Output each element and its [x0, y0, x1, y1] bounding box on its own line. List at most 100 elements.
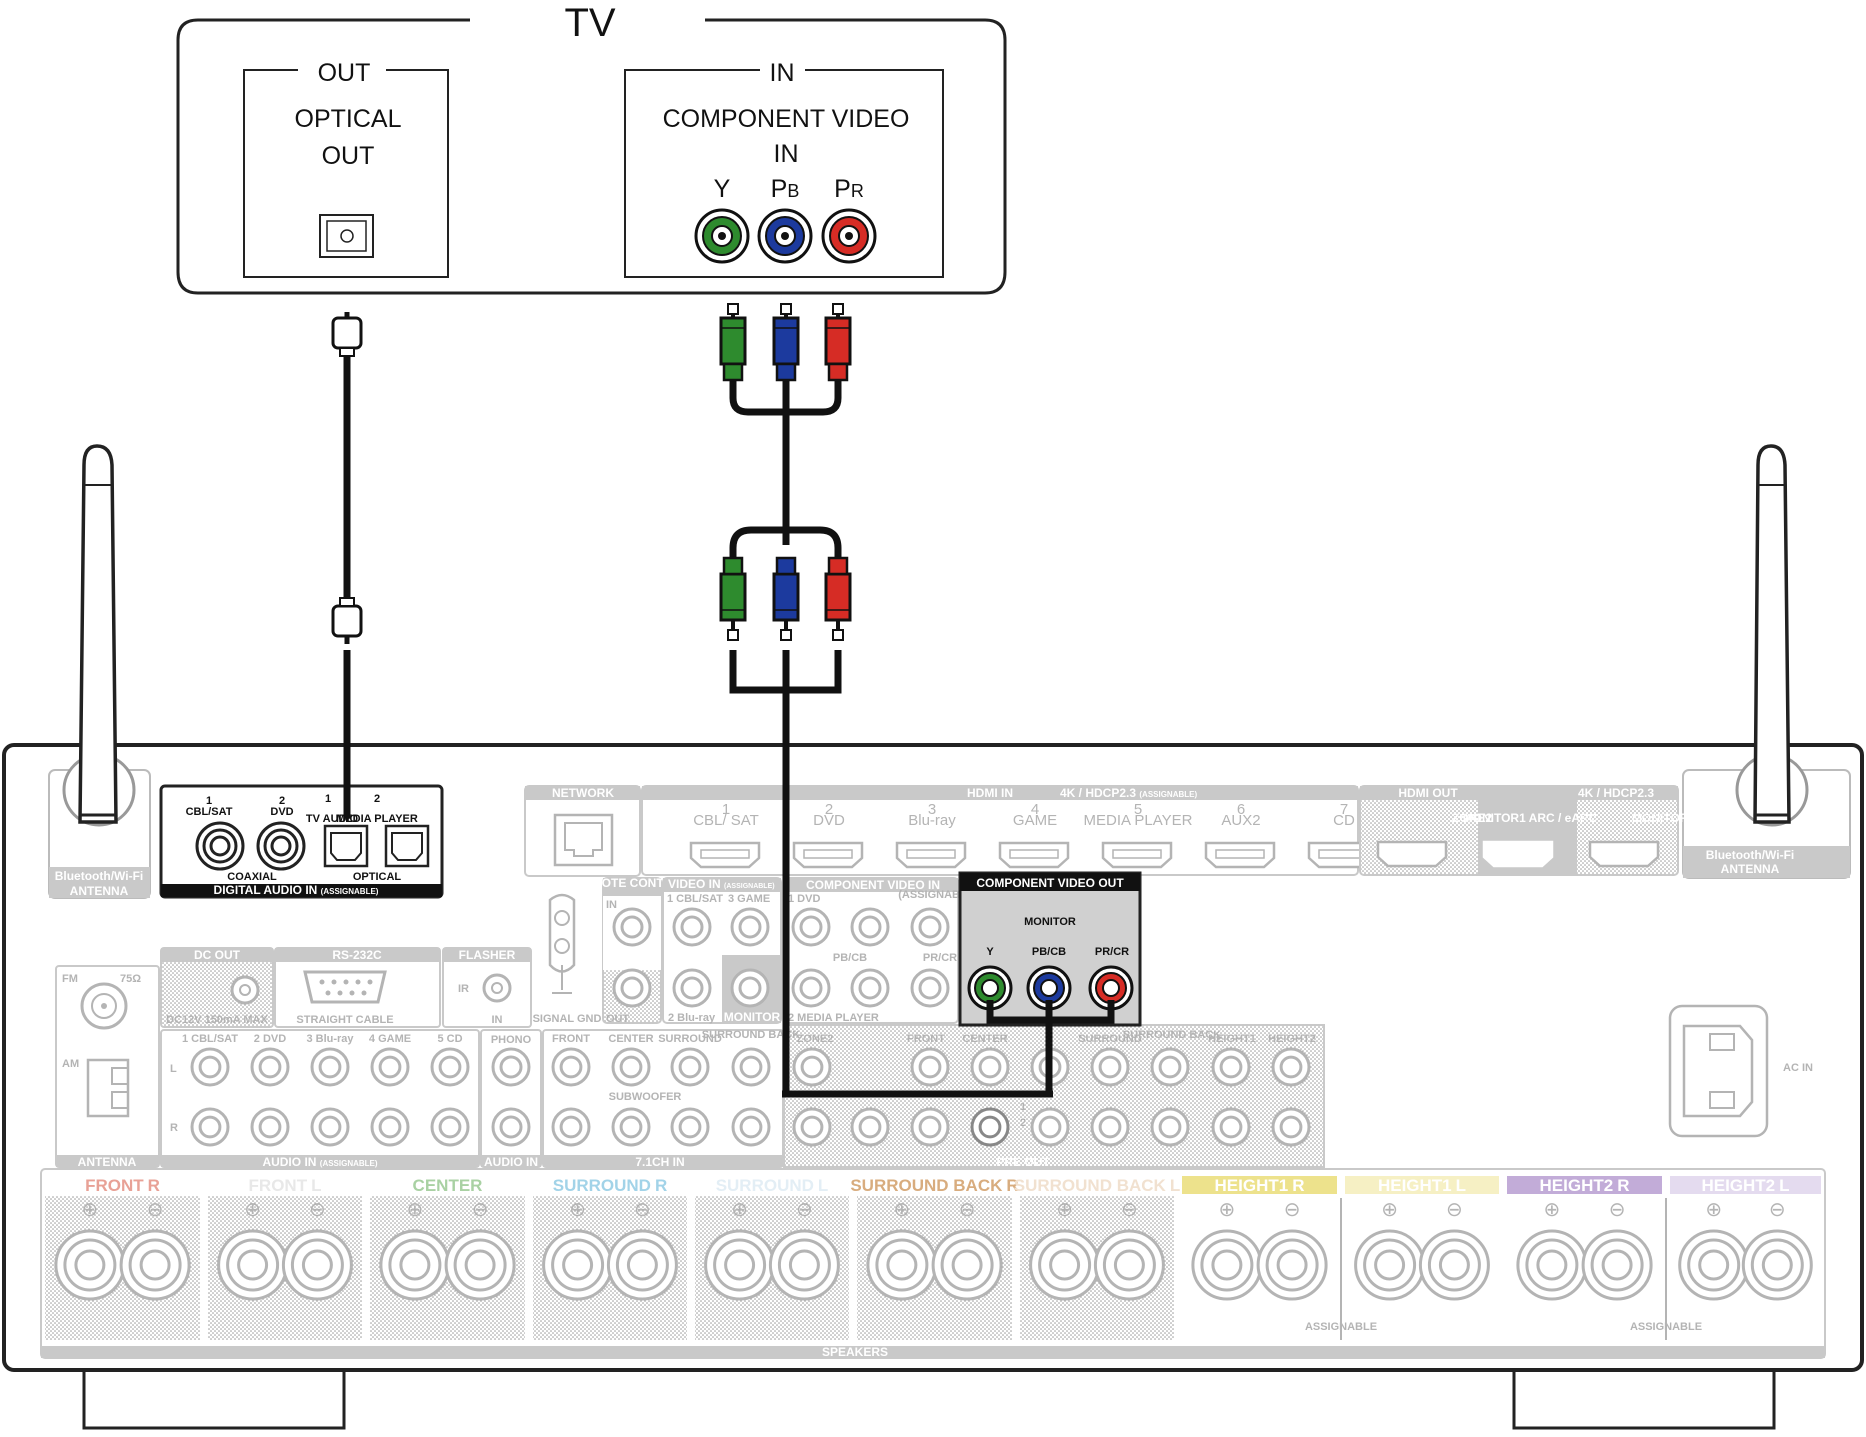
tv-component-jack-0[interactable] — [694, 208, 750, 264]
speaker-terminal-1-0[interactable] — [217, 1229, 289, 1301]
hdmi-in-port-3[interactable] — [998, 841, 1070, 869]
audio-in-l-jack-2[interactable] — [310, 1047, 350, 1087]
speakers-section: SPEAKERS ASSIGNABLE ASSIGNABLE FRONTR⊕⊖F… — [40, 1168, 1826, 1359]
speaker-terminal-6-1[interactable] — [1093, 1229, 1165, 1301]
pre-out-bottom-jack-5[interactable] — [1090, 1107, 1130, 1147]
comp-in-2-pr-jack[interactable] — [910, 968, 950, 1008]
audio-in-r-jack-2[interactable] — [310, 1107, 350, 1147]
speaker-terminal-4-1[interactable] — [768, 1229, 840, 1301]
pre-out-top-jack-3[interactable] — [970, 1047, 1010, 1087]
pre-out-top-jack-7[interactable] — [1211, 1047, 1251, 1087]
audio-in-r-jack-1[interactable] — [250, 1107, 290, 1147]
pre-out-bottom-jack-7[interactable] — [1211, 1107, 1251, 1147]
comp-out-jack-0[interactable] — [967, 965, 1013, 1011]
audio-in-l-jack-4[interactable] — [430, 1047, 470, 1087]
speaker-terminal-2-1[interactable] — [444, 1229, 516, 1301]
pre-out-bottom-jack-0[interactable] — [792, 1107, 832, 1147]
hdmi-out-zone2-port[interactable] — [1376, 840, 1448, 868]
pre-out-bottom-jack-1[interactable] — [850, 1107, 890, 1147]
ch71-bottom-jack-0[interactable] — [551, 1107, 591, 1147]
pre-out-top-jack-0[interactable] — [792, 1047, 832, 1087]
speaker-terminal-5-0[interactable] — [866, 1229, 938, 1301]
speaker-terminal-1-1[interactable] — [281, 1229, 353, 1301]
tv-component-jack-1[interactable] — [757, 208, 813, 264]
audio-in-r-jack-0[interactable] — [190, 1107, 230, 1147]
phono-l-jack[interactable] — [491, 1047, 531, 1087]
tv-component-jack-2[interactable] — [821, 208, 877, 264]
component-plug-top-0 — [719, 303, 747, 382]
video-in-3-jack[interactable] — [730, 907, 770, 947]
phono-r-jack[interactable] — [491, 1107, 531, 1147]
pre-out-bottom-jack-4[interactable] — [1030, 1107, 1070, 1147]
speaker-terminal-9-0[interactable] — [1516, 1229, 1588, 1301]
pre-out-top-jack-8[interactable] — [1271, 1047, 1311, 1087]
hdmi-in-port-1[interactable] — [792, 841, 864, 869]
speaker-terminal-5-1[interactable] — [931, 1229, 1003, 1301]
comp-out-jack-2[interactable] — [1088, 965, 1134, 1011]
speaker-terminal-10-1[interactable] — [1741, 1229, 1813, 1301]
fm-jack[interactable] — [80, 982, 128, 1030]
speaker-terminal-7-1[interactable] — [1256, 1229, 1328, 1301]
speaker-terminal-3-0[interactable] — [542, 1229, 614, 1301]
comp-out-jack-1[interactable] — [1026, 965, 1072, 1011]
speaker-terminal-7-0[interactable] — [1191, 1229, 1263, 1301]
hdmi-out-monitor1-port[interactable] — [1482, 840, 1554, 868]
comp-in-1-pb-jack[interactable] — [850, 907, 890, 947]
video-monitor-jack[interactable] — [730, 968, 770, 1008]
flasher-jack[interactable] — [482, 973, 512, 1003]
ch71-top-jack-0[interactable] — [551, 1047, 591, 1087]
audio-in-r-jack-4[interactable] — [430, 1107, 470, 1147]
optical-jack-media-player[interactable] — [384, 824, 430, 868]
pre-out-bottom-jack-2[interactable] — [910, 1107, 950, 1147]
ch71-bottom-jack-3[interactable] — [731, 1107, 771, 1147]
ch71-top-jack-1[interactable] — [611, 1047, 651, 1087]
video-in-1-jack[interactable] — [672, 907, 712, 947]
speaker-terminal-6-0[interactable] — [1029, 1229, 1101, 1301]
ch71-bottom-jack-1[interactable] — [611, 1107, 651, 1147]
pre-out-top-jack-6[interactable] — [1150, 1047, 1190, 1087]
hdmi-in-port-4[interactable] — [1101, 841, 1173, 869]
speaker-terminal-8-1[interactable] — [1418, 1229, 1490, 1301]
comp-in-2-y-jack[interactable] — [791, 968, 831, 1008]
hdmi-out-monitor2-port[interactable] — [1588, 840, 1660, 868]
tv-optical-out-port[interactable] — [319, 214, 374, 258]
pre-out-top-jack-2[interactable] — [910, 1047, 950, 1087]
audio-in-r-jack-3[interactable] — [370, 1107, 410, 1147]
optical-jack-tv-audio[interactable] — [323, 824, 369, 868]
rs232c-port[interactable] — [303, 970, 387, 1004]
comp-in-1-y-jack[interactable] — [791, 907, 831, 947]
coaxial-jack-1[interactable] — [195, 821, 245, 871]
speaker-terminal-4-0[interactable] — [704, 1229, 776, 1301]
audio-in-l-jack-3[interactable] — [370, 1047, 410, 1087]
pre-out-bottom-jack-3[interactable] — [970, 1107, 1010, 1147]
pre-out-top-jack-5[interactable] — [1090, 1047, 1130, 1087]
coaxial-jack-2[interactable] — [256, 821, 306, 871]
video-in-2-jack[interactable] — [672, 968, 712, 1008]
speaker-terminal-8-0[interactable] — [1354, 1229, 1426, 1301]
pre-out-bottom-jack-6[interactable] — [1150, 1107, 1190, 1147]
hdmi-in-port-2[interactable] — [895, 841, 967, 869]
pre-out-bottom-jack-8[interactable] — [1271, 1107, 1311, 1147]
speaker-terminal-2-0[interactable] — [379, 1229, 451, 1301]
audio-in-l-jack-0[interactable] — [190, 1047, 230, 1087]
remote-out-jack[interactable] — [612, 968, 652, 1008]
comp-in-1-pr-jack[interactable] — [910, 907, 950, 947]
hdmi-in-port-0[interactable] — [689, 841, 761, 869]
signal-gnd: SIGNAL GND — [533, 893, 601, 1025]
ch71-top-jack-3[interactable] — [731, 1047, 771, 1087]
hdmi-in-port-5[interactable] — [1204, 841, 1276, 869]
speaker-terminal-0-0[interactable] — [54, 1229, 126, 1301]
remote-in-jack[interactable] — [612, 907, 652, 947]
speaker-terminal-9-1[interactable] — [1581, 1229, 1653, 1301]
ac-inlet[interactable] — [1682, 1024, 1754, 1118]
dc-out-jack[interactable] — [230, 975, 260, 1005]
ch71-bottom-jack-2[interactable] — [670, 1107, 710, 1147]
audio-in-l-jack-1[interactable] — [250, 1047, 290, 1087]
ch71-top-jack-2[interactable] — [670, 1047, 710, 1087]
comp-in-2-pb-jack[interactable] — [850, 968, 890, 1008]
speaker-terminal-10-0[interactable] — [1678, 1229, 1750, 1301]
speaker-terminal-3-1[interactable] — [606, 1229, 678, 1301]
am-terminal[interactable] — [86, 1058, 130, 1118]
speaker-terminal-0-1[interactable] — [119, 1229, 191, 1301]
